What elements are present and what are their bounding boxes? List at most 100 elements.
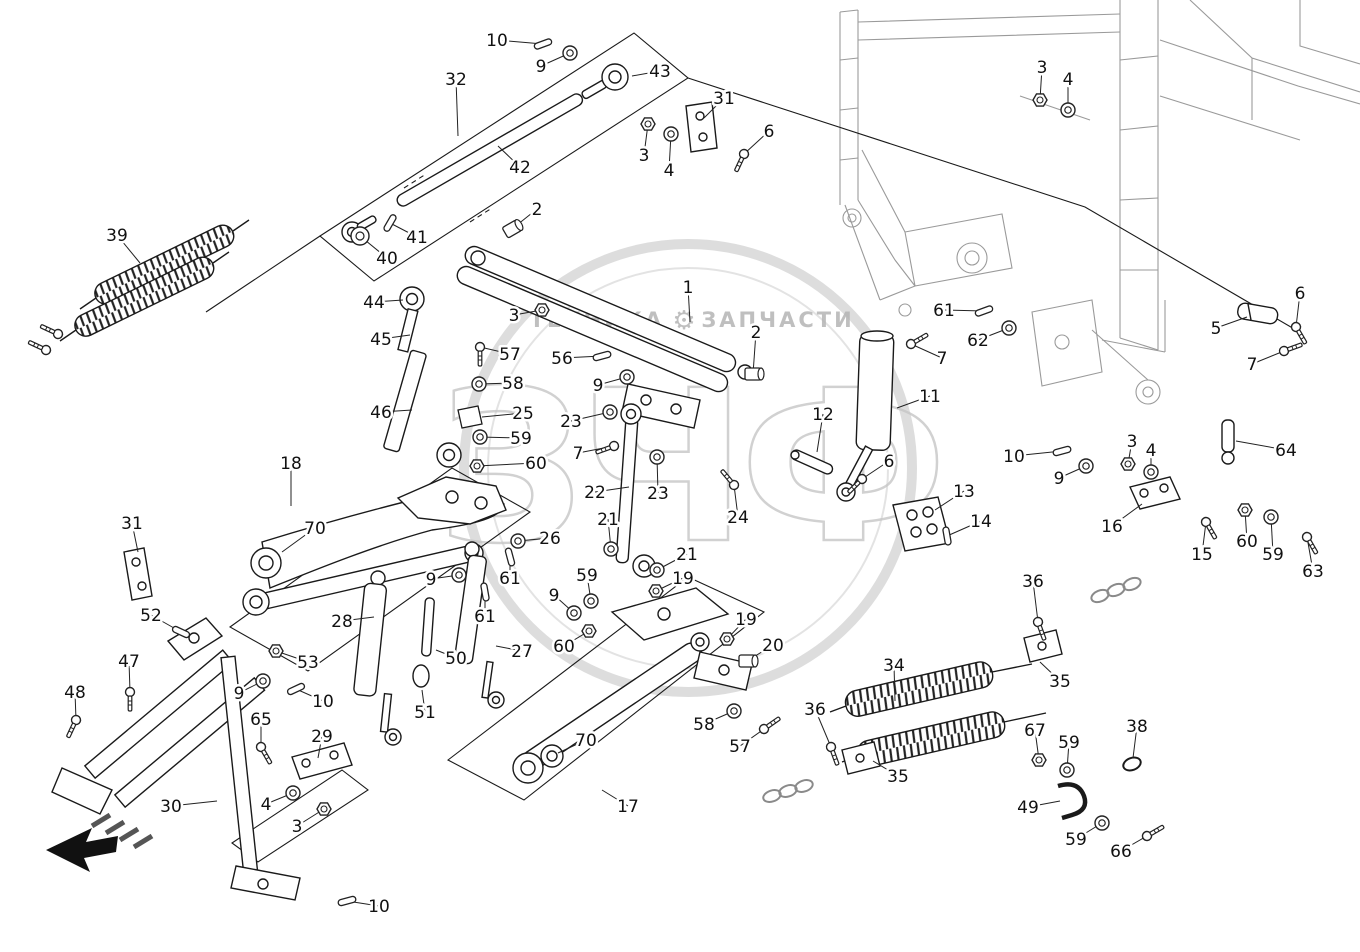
part-number-label: 10: [1003, 447, 1025, 467]
washer-symbol: [602, 404, 618, 420]
nut-symbol: [268, 644, 284, 658]
bolt-symbol: [1300, 530, 1322, 557]
callout-6: 6: [844, 450, 897, 497]
callout-3: 3: [506, 303, 550, 329]
callout-60: 60: [551, 624, 597, 660]
washer-symbol: [285, 785, 301, 801]
part-number-label: 3: [292, 817, 303, 837]
part-number-label: 59: [1065, 830, 1087, 850]
bolt-symbol: [1140, 821, 1167, 843]
bolt-symbol: [731, 147, 751, 174]
callout-70: 70: [281, 517, 328, 553]
bolt-symbol: [124, 686, 136, 712]
part-number-label: 60: [1236, 532, 1258, 552]
pin-symbol: [285, 681, 307, 697]
part-number-label: 39: [106, 226, 128, 246]
washer-symbol: [1001, 320, 1017, 336]
callout-5: 5: [1208, 317, 1248, 342]
part-number-label: 48: [64, 683, 86, 703]
bracket-16: [1129, 476, 1181, 510]
callout-38: 38: [1124, 715, 1150, 759]
part-number-label: 36: [1022, 572, 1044, 592]
callout-61: 61: [931, 299, 995, 324]
callout-6: 6: [1289, 282, 1311, 347]
callout-4: 4: [258, 785, 301, 818]
watermark-text-right: ЗАПЧАСТИ: [701, 308, 854, 332]
nut-symbol: [1031, 753, 1047, 767]
part-number-label: 26: [539, 529, 561, 549]
callout-32: 32: [443, 68, 469, 137]
part-number-label: 2: [532, 200, 543, 220]
part-number-label: 21: [597, 510, 619, 530]
part-number-label: 61: [499, 569, 521, 589]
callout-61: 61: [497, 546, 523, 592]
callout-14: 14: [941, 510, 994, 547]
callout-2: 2: [501, 198, 545, 239]
callout-30: 30: [158, 795, 218, 820]
part-number-label: 20: [762, 636, 784, 656]
part-number-label: 7: [573, 444, 584, 464]
part-number-label: 6: [884, 452, 895, 472]
pin-64: [1221, 419, 1235, 465]
part-number-label: 11: [919, 387, 941, 407]
callout-63: 63: [1300, 530, 1326, 585]
callout-3: 3: [1032, 56, 1050, 107]
washer-symbol: [562, 45, 578, 61]
washer-symbol: [255, 673, 271, 689]
callout-20: 20: [738, 634, 786, 668]
callout-42: 42: [497, 145, 533, 181]
washer-symbol: [510, 533, 526, 549]
callout-9: 9: [1051, 458, 1094, 492]
part-number-label: 35: [1049, 672, 1071, 692]
part-number-label: 9: [426, 570, 437, 590]
callout-41: 41: [382, 213, 430, 251]
callout-9: 9: [231, 673, 271, 707]
callout-10: 10: [1001, 445, 1073, 470]
callout-18: 18: [278, 452, 304, 506]
callout-23: 23: [645, 449, 671, 507]
washer-symbol: [1078, 458, 1094, 474]
washer-symbol: [1143, 464, 1159, 480]
callout-25: 25: [481, 402, 536, 427]
washer-symbol: [472, 429, 488, 445]
callout-13: 13: [934, 480, 977, 511]
part-number-label: 4: [261, 795, 272, 815]
nut-symbol: [719, 632, 735, 646]
callout-7: 7: [570, 439, 621, 467]
pin-symbol: [382, 213, 398, 233]
ring-51: [412, 664, 430, 688]
callout-60: 60: [469, 452, 549, 477]
part-number-label: 3: [509, 306, 520, 326]
bushing-5: [1237, 302, 1279, 325]
callout-10: 10: [484, 29, 554, 54]
part-number-label: 9: [536, 57, 547, 77]
washer-symbol: [649, 562, 665, 578]
callout-9: 9: [546, 584, 582, 621]
washer-symbol: [566, 605, 582, 621]
callout-9: 9: [590, 369, 635, 399]
callout-59: 59: [472, 427, 534, 452]
part-number-label: 60: [553, 637, 575, 657]
callout-4: 4: [661, 126, 679, 184]
part-number-label: 12: [812, 405, 834, 425]
callout-22: 22: [582, 481, 630, 506]
callout-39: 39: [104, 224, 141, 264]
part-number-label: 22: [584, 483, 606, 503]
part-number-label: 7: [937, 349, 948, 369]
pin-symbol: [336, 895, 358, 907]
part-number-label: 45: [370, 330, 392, 350]
direction-arrow: [46, 828, 118, 872]
part-number-label: 57: [729, 737, 751, 757]
ball-symbol: [350, 226, 370, 246]
bolt-symbol: [757, 713, 783, 736]
callout-31: 31: [703, 87, 737, 119]
part-number-label: 13: [953, 482, 975, 502]
parts-drawing: [26, 63, 1279, 901]
part-number-label: 9: [593, 376, 604, 396]
callout-65: 65: [248, 708, 276, 767]
part-number-label: 59: [576, 566, 598, 586]
lift-arm-assembly-17: [512, 587, 753, 784]
callout-62: 62: [965, 320, 1017, 354]
washer-symbol: [603, 541, 619, 557]
